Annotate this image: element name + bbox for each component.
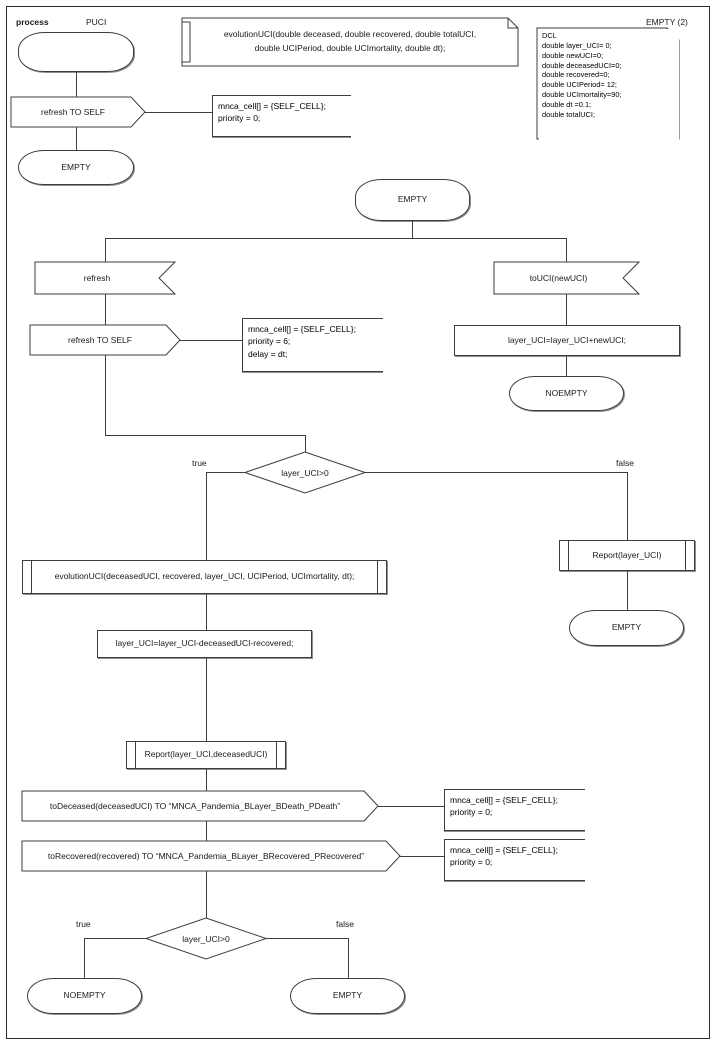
connector-false-right <box>365 472 627 473</box>
state-empty-3-label: EMPTY <box>332 990 363 1001</box>
connector-bottom-true-down <box>84 938 85 978</box>
connector-report-to-empty <box>627 571 628 610</box>
comment-box-3: mnca_cell[] = {SELF_CELL}; priority = 0; <box>444 789 585 831</box>
output-torecovered-symbol[interactable] <box>21 840 401 872</box>
task-layer-uci-subtract-label: layer_UCI=layer_UCI-deceasedUCI-recovere… <box>115 638 294 649</box>
procedure-call-report-1[interactable]: Report(layer_UCI) <box>559 540 695 571</box>
connector-fork-right <box>566 238 567 262</box>
connector-report2-to-deceased <box>206 769 207 791</box>
input-refresh-symbol[interactable] <box>34 261 177 295</box>
procedure-call-evolutionuci-label: evolutionUCI(deceasedUCI, recovered, lay… <box>54 571 355 582</box>
connector-deceased-to-recovered <box>206 821 207 841</box>
comment-box-2: mnca_cell[] = {SELF_CELL}; priority = 6;… <box>242 318 383 372</box>
connector-output-to-comment-1 <box>145 112 212 113</box>
output-todeceased-symbol[interactable] <box>21 790 379 822</box>
connector-task-to-noempty <box>566 356 567 376</box>
procedure-call-report-1-label: Report(layer_UCI) <box>592 549 662 560</box>
connector-fork-left <box>105 238 106 262</box>
decision-bottom-symbol[interactable] <box>144 917 268 960</box>
connector-bottom-true-left <box>84 938 146 939</box>
task-layer-uci-subtract[interactable]: layer_UCI=layer_UCI-deceasedUCI-recovere… <box>97 630 312 658</box>
process-name-label: PUCI <box>86 17 107 27</box>
task-layer-uci-add[interactable]: layer_UCI=layer_UCI+newUCI; <box>454 325 680 356</box>
comment-box-1: mnca_cell[] = {SELF_CELL}; priority = 0; <box>212 95 351 137</box>
connector-into-decision-top <box>305 435 306 452</box>
dcl-note-text: DCL double layer_UCI= 0; double newUCI=0… <box>539 29 679 140</box>
connector-empty-fork <box>105 238 566 239</box>
connector-bottom-false-right <box>266 938 348 939</box>
procedure-call-evolutionuci[interactable]: evolutionUCI(deceasedUCI, recovered, lay… <box>22 560 387 594</box>
decision-bottom-false-label: false <box>336 919 354 929</box>
state-noempty-2[interactable]: NOEMPTY <box>27 978 142 1014</box>
state-empty-2-label: EMPTY <box>611 622 642 633</box>
state-empty-1-label: EMPTY <box>61 161 91 172</box>
connector-output-to-state-1 <box>76 127 77 150</box>
decision-top-true-label: true <box>192 458 207 468</box>
connector-task-to-report2 <box>206 658 207 741</box>
decision-top-symbol[interactable] <box>243 451 367 494</box>
connector-true-down <box>206 472 207 560</box>
procedure-declaration-symbol <box>181 17 519 67</box>
connector-evolution-to-task <box>206 594 207 630</box>
decision-top-false-label: false <box>616 458 634 468</box>
state-empty-1[interactable]: EMPTY <box>18 150 134 185</box>
comment-box-4: mnca_cell[] = {SELF_CELL}; priority = 0; <box>444 839 585 881</box>
connector-start-to-output <box>76 72 77 97</box>
connector-recovered-to-decision2 <box>206 871 207 918</box>
state-noempty-2-label: NOEMPTY <box>63 990 106 1001</box>
connector-refresh-to-output <box>105 294 106 325</box>
connector-false-down <box>627 472 628 540</box>
state-empty-2[interactable]: EMPTY <box>569 610 684 646</box>
connector-touci-to-task <box>566 294 567 325</box>
connector-bottom-false-down <box>348 938 349 978</box>
state-empty-main[interactable]: EMPTY <box>355 179 470 221</box>
procedure-call-report-2-label: Report(layer_UCI,deceasedUCI) <box>144 749 268 760</box>
connector-refresh-right <box>105 435 306 436</box>
connector-true-left <box>206 472 246 473</box>
connector-output-to-comment-2 <box>180 340 242 341</box>
output-refresh-self-symbol-2[interactable] <box>29 324 181 356</box>
process-keyword-label: process <box>16 17 49 27</box>
state-empty-main-label: EMPTY <box>397 194 428 205</box>
decision-bottom-true-label: true <box>76 919 91 929</box>
diagram-frame <box>6 6 710 1039</box>
output-refresh-self-symbol-1[interactable] <box>10 96 146 128</box>
connector-deceased-to-comment <box>378 806 444 807</box>
task-layer-uci-add-label: layer_UCI=layer_UCI+newUCI; <box>507 334 627 345</box>
page-label: EMPTY (2) <box>646 17 688 27</box>
procedure-call-report-2[interactable]: Report(layer_UCI,deceasedUCI) <box>126 741 286 769</box>
start-state[interactable] <box>18 32 134 72</box>
connector-empty-down <box>412 221 413 238</box>
input-touci-symbol[interactable] <box>493 261 641 295</box>
state-empty-3[interactable]: EMPTY <box>290 978 405 1014</box>
state-noempty-1[interactable]: NOEMPTY <box>509 376 624 411</box>
connector-recovered-to-comment <box>400 856 444 857</box>
state-noempty-1-label: NOEMPTY <box>545 387 588 398</box>
connector-refresh-down <box>105 355 106 435</box>
